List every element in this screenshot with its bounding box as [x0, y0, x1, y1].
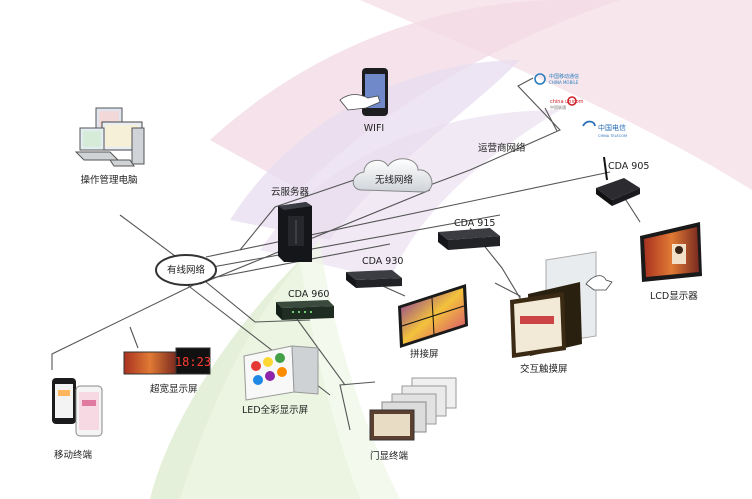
splice-label: 拼接屏 — [410, 348, 439, 360]
mobile-label: 移动终端 — [54, 449, 93, 461]
lcd-monitor-icon — [640, 222, 702, 282]
door-label: 门显终端 — [370, 450, 409, 462]
led-screen-icon — [243, 345, 319, 401]
led-label: LED全彩显示屏 — [242, 404, 308, 416]
carrier-logos: 中国移动通信 CHINA MOBILE china unicom 中国联通 中国… — [534, 73, 627, 138]
management-pc — [74, 107, 145, 167]
pc-label: 操作管理电脑 — [80, 174, 137, 186]
carrier-label: 运营商网络 — [478, 142, 526, 154]
cda915-label: CDA 915 — [454, 218, 495, 229]
wifi-label: WIFI — [364, 123, 384, 134]
telecom-cn: 中国电信 — [598, 123, 626, 132]
cloud-icon: 无线网络 — [352, 158, 433, 193]
wifi-phone-icon — [339, 68, 388, 116]
cda930-label: CDA 930 — [362, 256, 403, 267]
mobile-terminal-icon — [52, 378, 103, 437]
china-mobile-logo: 中国移动通信 CHINA MOBILE — [534, 73, 579, 85]
cda905-label: CDA 905 — [608, 161, 649, 172]
cloud-server-label: 云服务器 — [271, 186, 310, 198]
cda960-box-icon — [276, 300, 334, 320]
touch-screen-icon — [510, 251, 613, 358]
china-mobile-cn: 中国移动通信 — [549, 73, 579, 80]
china-telecom-logo: 中国电信 CHINA TELECOM — [582, 120, 627, 138]
wireless-label: 无线网络 — [375, 174, 414, 186]
china-unicom-logo: china unicom 中国联通 — [550, 96, 584, 110]
touch-label: 交互触摸屏 — [520, 363, 568, 375]
unicom-en: china unicom — [550, 99, 584, 105]
wired-network-hub: 有线网络 — [155, 254, 217, 286]
telecom-en: CHINA TELECOM — [598, 134, 627, 138]
cda960-label: CDA 960 — [288, 289, 329, 300]
cda915-box-icon — [438, 228, 500, 250]
cda930-box-icon — [346, 270, 402, 288]
unicom-cn: 中国联通 — [550, 104, 566, 110]
wired-label: 有线网络 — [167, 264, 206, 276]
lcd-label: LCD显示器 — [650, 291, 698, 302]
ticker-text: 18:23 — [175, 355, 211, 369]
cloud-server-icon — [278, 202, 312, 262]
ultrawide-label: 超宽显示屏 — [150, 383, 198, 395]
splice-screen-icon — [398, 284, 468, 348]
china-mobile-en: CHINA MOBILE — [549, 80, 579, 85]
ultrawide-display-icon: 18:23 — [123, 347, 211, 375]
cda905-box-icon — [596, 156, 640, 206]
door-display-icon — [369, 377, 457, 441]
